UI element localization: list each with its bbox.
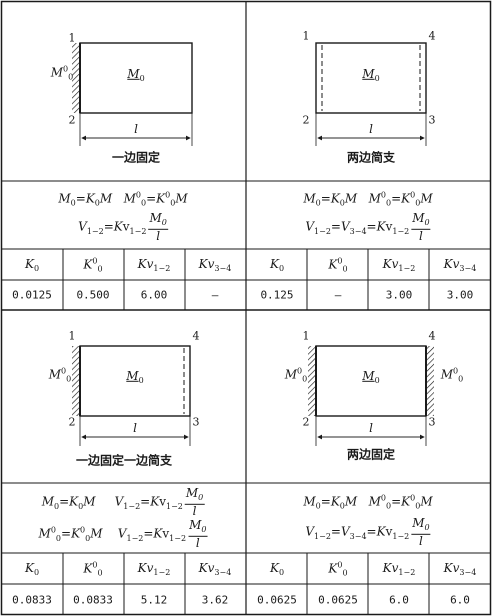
plate-diagram-1 <box>72 42 193 146</box>
plate-diagram-3 <box>72 345 191 446</box>
edge-moment-label-right: M00 <box>440 366 464 384</box>
col-header-k0: K0 <box>24 256 40 274</box>
col-header-k00: K00 <box>83 560 103 578</box>
col-header-kv34: Kv3−4 <box>443 560 477 578</box>
col-header-k00: K00 <box>328 256 348 274</box>
corner-label-3: 3 <box>428 113 436 127</box>
edge-moment-label: M00 <box>48 366 72 384</box>
value-k0: 0.125 <box>260 288 294 302</box>
value-kv34: 3.62 <box>201 593 229 607</box>
corner-label-1: 1 <box>68 31 76 45</box>
panel-caption: 两边固定 <box>346 447 396 462</box>
value-k00: — <box>334 288 342 302</box>
value-kv12: 6.0 <box>389 593 409 607</box>
corner-label-1: 1 <box>302 29 310 43</box>
value-k0: 0.0625 <box>257 593 297 607</box>
col-header-k0: K0 <box>269 560 285 578</box>
col-header-k00: K00 <box>328 560 348 578</box>
value-k00: 0.500 <box>76 288 110 302</box>
value-k0: 0.0833 <box>12 593 52 607</box>
corner-label-2: 2 <box>68 113 76 127</box>
value-kv12: 5.12 <box>140 593 168 607</box>
span-label: l <box>369 122 373 136</box>
value-k00: 0.0833 <box>73 593 113 607</box>
midspan-moment-label: M0 <box>362 368 380 386</box>
col-header-kv12: Kv1−2 <box>382 560 416 578</box>
value-k00: 0.0625 <box>318 593 358 607</box>
midspan-moment-label: M0 <box>127 66 145 84</box>
corner-label-4: 4 <box>428 29 436 43</box>
span-label: l <box>133 421 137 435</box>
col-header-k00: K00 <box>83 256 103 274</box>
col-header-kv34: Kv3−4 <box>198 256 232 274</box>
corner-label-4: 4 <box>428 329 436 343</box>
corner-label-1: 1 <box>68 329 76 343</box>
plate-diagram-2 <box>315 42 427 146</box>
value-kv34: — <box>211 288 219 302</box>
span-label: l <box>369 421 373 435</box>
col-header-kv12: Kv1−2 <box>137 560 171 578</box>
value-kv12: 3.00 <box>385 288 413 302</box>
value-kv34: 6.0 <box>450 593 470 607</box>
corner-label-2: 2 <box>302 415 310 429</box>
corner-label-1: 1 <box>302 329 310 343</box>
col-header-kv34: Kv3−4 <box>443 256 477 274</box>
panel-caption: 一边固定一边简支 <box>75 453 173 468</box>
col-header-k0: K0 <box>269 256 285 274</box>
col-header-kv12: Kv1−2 <box>137 256 171 274</box>
plate-diagram-4 <box>308 345 434 446</box>
formula-line-1: M0=K0M M00=K00M <box>58 190 188 208</box>
corner-label-2: 2 <box>68 415 76 429</box>
col-header-k0: K0 <box>24 560 40 578</box>
col-header-kv34: Kv3−4 <box>198 560 232 578</box>
edge-moment-label-left: M00 <box>284 366 308 384</box>
corner-label-3: 3 <box>192 415 200 429</box>
panel-caption: 两边简支 <box>346 150 396 165</box>
corner-label-4: 4 <box>192 329 200 343</box>
panel-caption: 一边固定 <box>111 150 161 165</box>
midspan-moment-label: M0 <box>362 66 380 84</box>
value-kv12: 6.00 <box>140 288 168 302</box>
corner-label-3: 3 <box>428 415 436 429</box>
corner-label-2: 2 <box>302 113 310 127</box>
formula-line-1: M0=K0M M00=K00M <box>303 190 433 208</box>
col-header-kv12: Kv1−2 <box>382 256 416 274</box>
value-kv34: 3.00 <box>446 288 474 302</box>
value-k0: 0.0125 <box>12 288 52 302</box>
midspan-moment-label: M0 <box>126 368 144 386</box>
formula-line-1: M0=K0M M00=K00M <box>303 493 433 511</box>
span-label: l <box>134 122 138 136</box>
edge-moment-label: M00 <box>50 64 74 82</box>
